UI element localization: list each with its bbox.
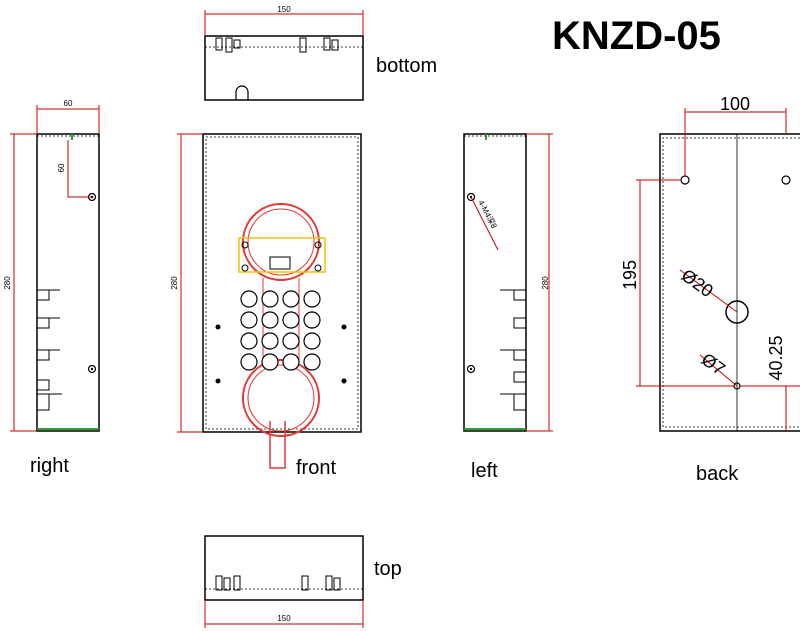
dim-right-offset: 60 xyxy=(57,163,66,172)
page-title: KNZD-05 xyxy=(552,14,721,58)
left-view: 4-M4深8 280 xyxy=(463,133,553,432)
label-bottom-view: bottom xyxy=(376,55,438,77)
dim-left-height: 280 xyxy=(541,276,550,290)
dim-back-bottom-offset: 40.25 xyxy=(766,335,786,380)
bottom-view: 150 xyxy=(204,5,364,101)
label-left-view: left xyxy=(471,460,498,482)
top-view: 150 xyxy=(204,535,364,628)
right-view: 60 60 280 xyxy=(3,99,100,432)
dim-bottom-width: 150 xyxy=(277,5,291,14)
front-view: 280 xyxy=(170,133,362,469)
label-front-view: front xyxy=(296,457,337,479)
label-back-view: back xyxy=(696,463,739,485)
dim-front-height: 280 xyxy=(170,276,179,290)
dim-back-width: 100 xyxy=(720,94,750,114)
label-right-view: right xyxy=(30,455,69,477)
dim-back-height: 195 xyxy=(620,260,640,290)
dim-top-width: 150 xyxy=(277,614,291,623)
label-top-view: top xyxy=(374,558,402,580)
dim-back-big-hole: Ø20 xyxy=(678,265,717,301)
back-view: 100 195 Ø20 Ø7 40.25 xyxy=(620,94,800,432)
dim-right-height: 280 xyxy=(3,276,12,290)
dim-right-width: 60 xyxy=(64,99,73,108)
